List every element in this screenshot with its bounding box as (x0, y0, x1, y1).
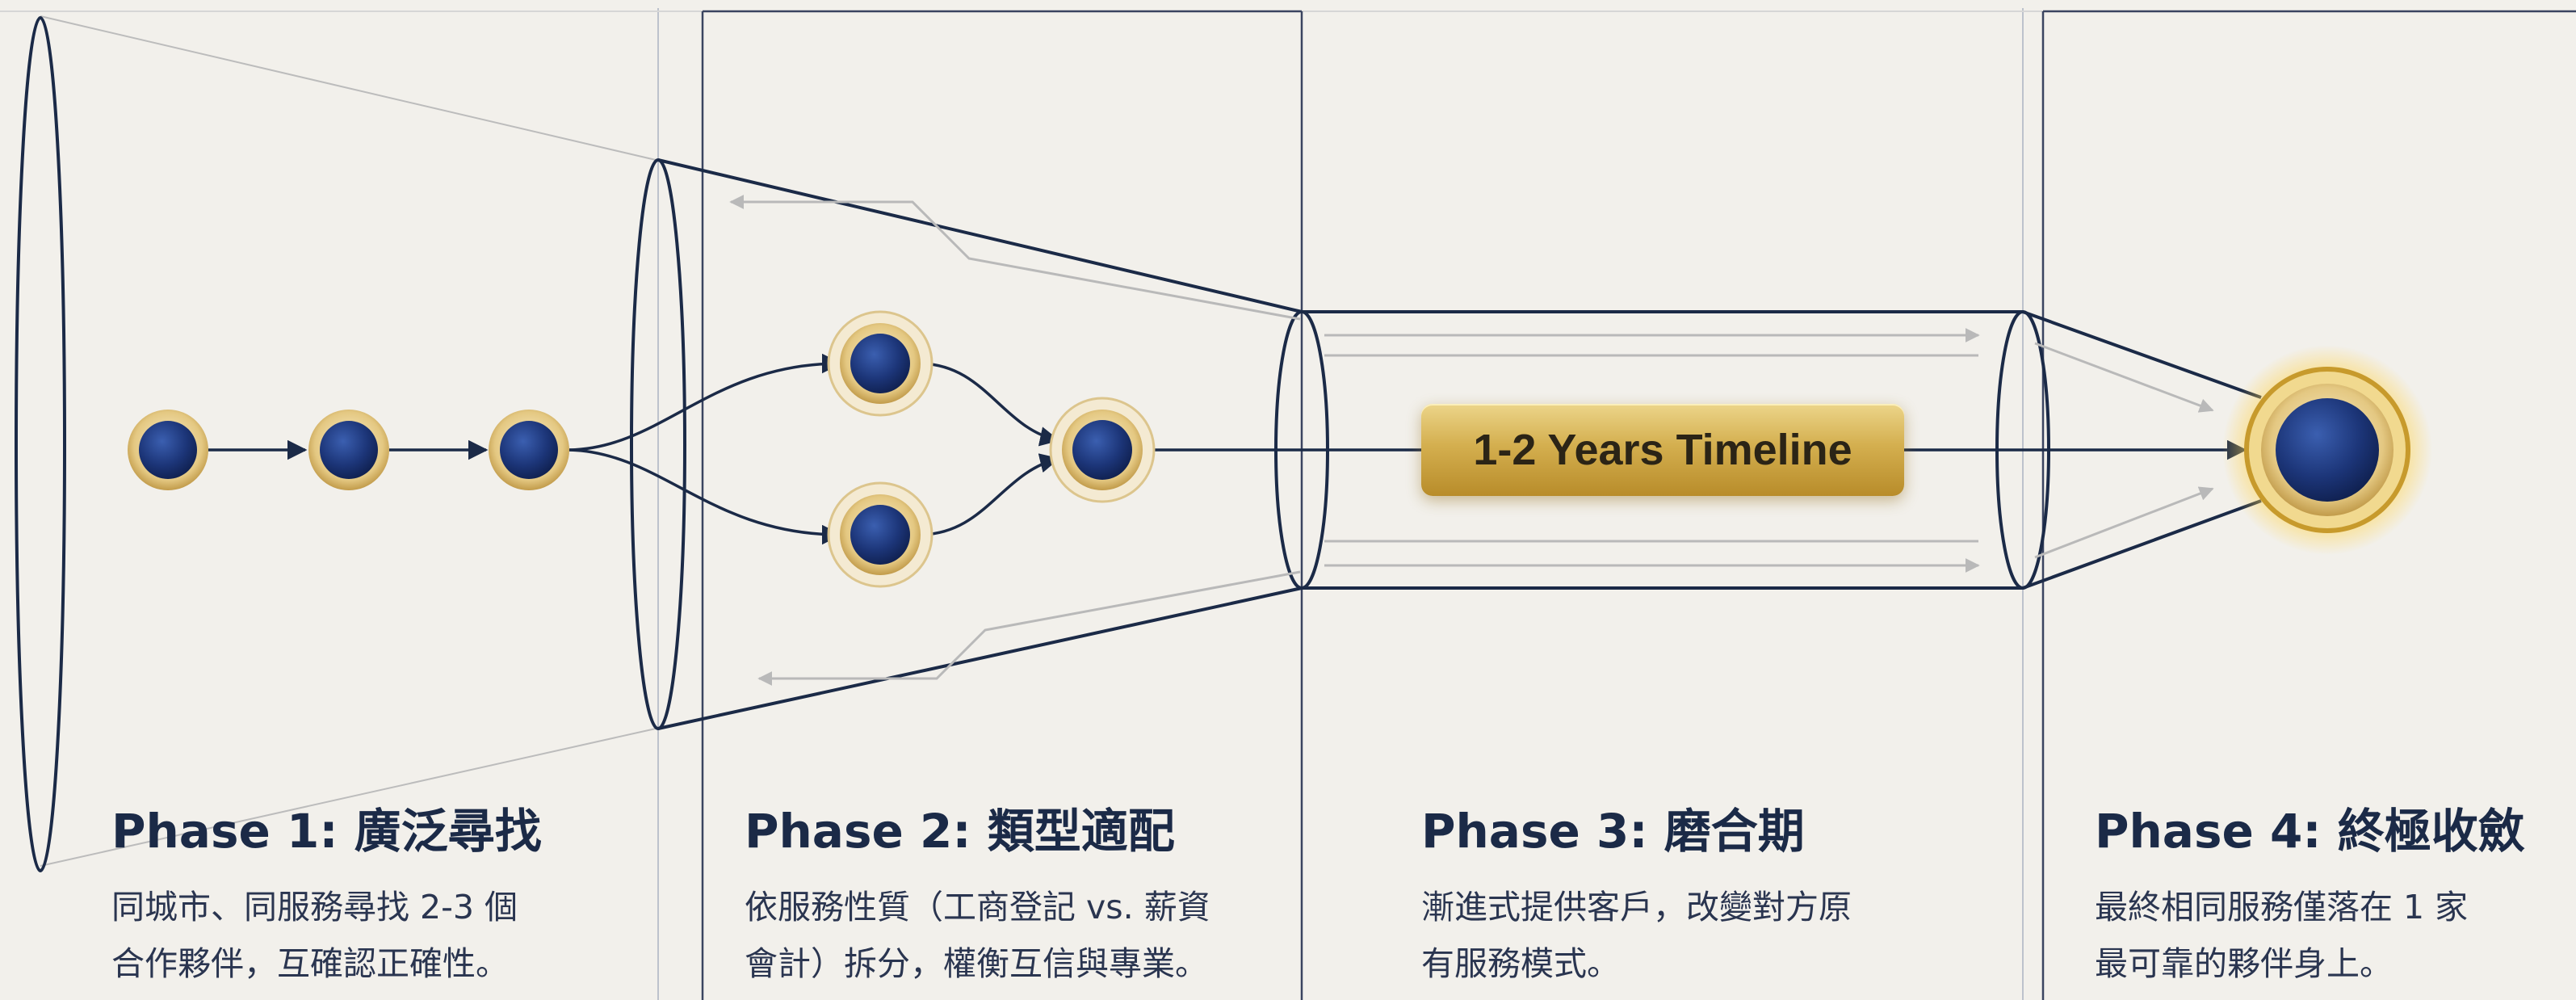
timeline-badge: 1-2 Years Timeline (1421, 404, 1904, 496)
phase2-node-bottom (827, 481, 933, 588)
final-partner-node (2222, 345, 2432, 555)
node-connectors (208, 353, 2247, 545)
phase-box-borders (701, 10, 2576, 1000)
phase2-node-top (827, 310, 933, 417)
phase-3-desc-line-2: 有服務模式。 (1421, 944, 1620, 983)
phase-3-title: Phase 3: 磨合期 (1421, 804, 1805, 859)
phase2-merged-node (1049, 397, 1156, 503)
flow-arrows (729, 195, 2214, 686)
phase-2-desc-line-1: 依服務性質（工商登記 vs. 薪資 (745, 888, 1210, 926)
phase-1-title: Phase 1: 廣泛尋找 (111, 804, 542, 859)
phase-3-text: Phase 3: 磨合期 漸進式提供客戶，改變對方原 有服務模式。 (1421, 808, 1852, 992)
phase-4-title: Phase 4: 終極收斂 (2095, 804, 2525, 859)
phase-4-desc-line-1: 最終相同服務僅落在 1 家 (2095, 888, 2469, 926)
phase-1-desc-line-2: 合作夥伴，互確認正確性。 (111, 944, 509, 983)
phase-2-title: Phase 2: 類型適配 (745, 804, 1175, 859)
phase1-funnel-mouth (15, 15, 657, 872)
phase1-node-3 (489, 410, 569, 490)
phase1-node-2 (308, 410, 389, 490)
phase-1-desc-line-1: 同城市、同服務尋找 2-3 個 (111, 888, 518, 926)
phase4-final-cone (2022, 310, 2262, 590)
phase-2-desc-line-2: 會計）拆分，權衡互信與專業。 (745, 944, 1208, 983)
phase-4-text: Phase 4: 終極收斂 最終相同服務僅落在 1 家 最可靠的夥伴身上。 (2095, 808, 2525, 992)
phase-1-text: Phase 1: 廣泛尋找 同城市、同服務尋找 2-3 個 合作夥伴，互確認正確… (111, 808, 542, 992)
phase-4-desc-line-2: 最可靠的夥伴身上。 (2095, 944, 2393, 983)
phase1-node-1 (128, 410, 208, 490)
phase-3-desc-line-1: 漸進式提供客戶，改變對方原 (1421, 888, 1852, 926)
phase2-funnel-cone (630, 158, 1303, 730)
phase-2-text: Phase 2: 類型適配 依服務性質（工商登記 vs. 薪資 會計）拆分，權衡… (745, 808, 1210, 992)
